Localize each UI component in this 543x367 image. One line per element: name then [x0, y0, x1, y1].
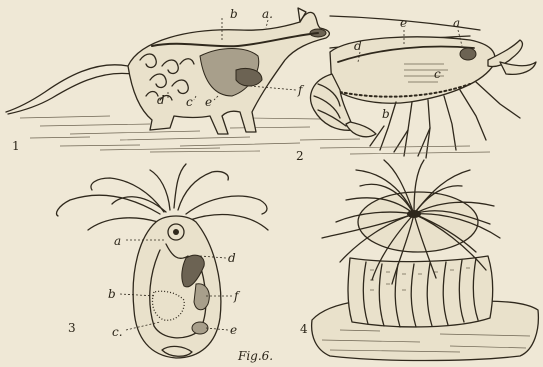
figure-2-label-b: b: [382, 107, 390, 121]
figure-3-region-f: [194, 284, 209, 310]
figure-3-label-e: e: [230, 323, 237, 337]
figure-2-label-a: a: [453, 16, 460, 30]
figure-1-number: 1: [12, 139, 20, 153]
figure-1-label-e: e: [205, 95, 212, 109]
figure-3-label-b: b: [108, 287, 116, 301]
figure-3-region-e: [192, 322, 208, 334]
figure-3-mouth-center: [173, 229, 179, 235]
figure-2-head-organ: [460, 48, 476, 60]
figure-4-number: 4: [300, 322, 308, 336]
figure-4-column: [348, 256, 493, 327]
figure-3-number: 3: [68, 321, 76, 335]
figure-2-label-c: c: [434, 67, 441, 81]
figure-1-label-a: a.: [262, 7, 273, 21]
figure-2-number: 2: [296, 149, 304, 163]
figure-2-label-d: d: [354, 39, 362, 53]
figure-3-label-a: a: [114, 234, 121, 248]
figure-3-label-d: d: [228, 251, 236, 265]
figure-1-label-b: b: [230, 7, 238, 21]
figure-1-label-c: c: [186, 95, 193, 109]
figure-2-label-e: e: [400, 16, 407, 30]
figure-1-label-d: d: [157, 93, 165, 107]
figure-3-label-c: c.: [112, 325, 123, 339]
figure-caption: Fig.6.: [237, 349, 273, 363]
